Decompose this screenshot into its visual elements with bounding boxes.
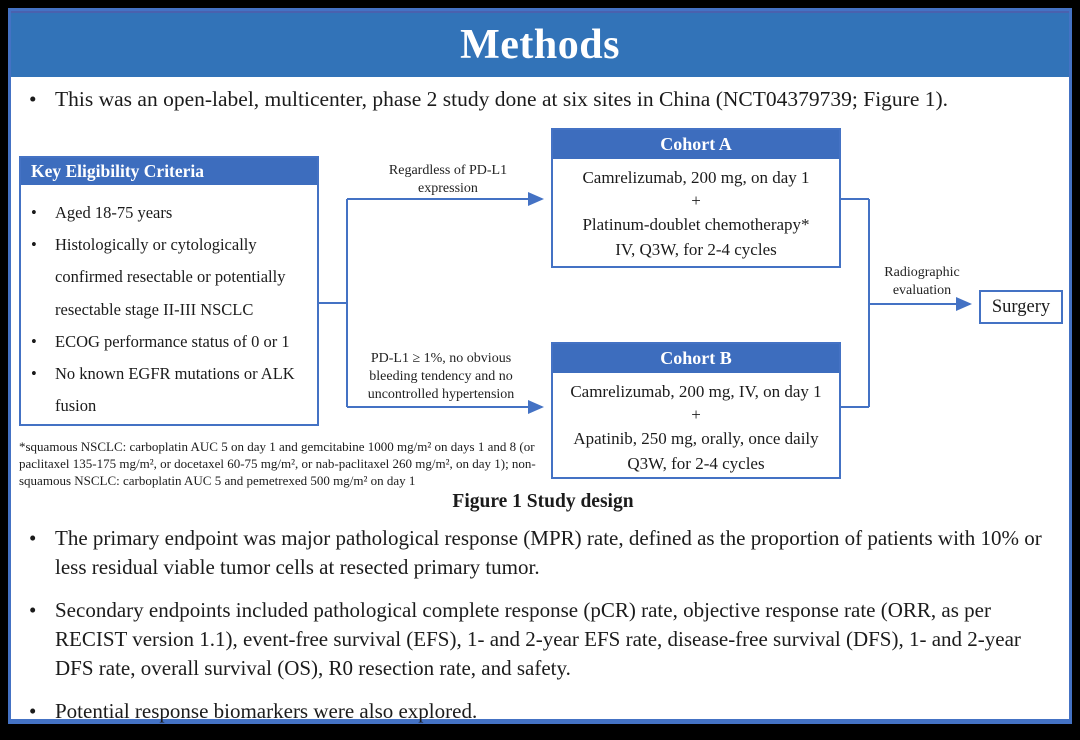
cohort-b-box: Cohort B Camrelizumab, 200 mg, IV, on da… <box>551 342 841 479</box>
cohort-b-line3: Q3W, for 2-4 cycles <box>627 454 765 473</box>
eligibility-item-text: No known EGFR mutations or ALK fusion <box>55 363 295 416</box>
list-item: • Histologically or cytologically confir… <box>31 229 311 326</box>
branch-label-cohort-b: PD-L1 ≥ 1%, no obvious bleeding tendency… <box>367 351 515 403</box>
bullet-text: Secondary endpoints included pathologica… <box>55 597 1021 680</box>
bullet-text: The primary endpoint was major pathologi… <box>55 526 1042 579</box>
surgery-label: Surgery <box>991 296 1051 317</box>
eligibility-box: Key Eligibility Criteria • Aged 18-75 ye… <box>19 156 319 426</box>
bullet-icon: • <box>29 597 37 622</box>
footnote: *squamous NSCLC: carboplatin AUC 5 on da… <box>19 439 536 489</box>
bullet-icon: • <box>31 363 37 383</box>
page-title: Methods <box>460 22 620 68</box>
endpoints-section: • The primary endpoint was major patholo… <box>29 524 1061 740</box>
intro-bullet-text: This was an open-label, multicenter, pha… <box>55 87 949 111</box>
bullet-icon: • <box>29 698 37 723</box>
cohort-a-line3: IV, Q3W, for 2-4 cycles <box>615 240 777 259</box>
list-item: • No known EGFR mutations or ALK fusion <box>31 358 311 422</box>
bullet-icon: • <box>31 203 37 222</box>
bullet-icon: • <box>31 235 37 255</box>
list-item: • Potential response biomarkers were als… <box>29 697 1061 726</box>
figure-caption: Figure 1 Study design <box>452 491 634 512</box>
slide: Methods • This was an open-label, multic… <box>8 8 1072 724</box>
cohort-b-header: Cohort B <box>553 344 839 373</box>
eligibility-list: • Aged 18-75 years • Histologically or c… <box>21 185 317 422</box>
eligibility-item-text: Aged 18-75 years <box>55 203 173 222</box>
radiographic-evaluation-label: Radiographic evaluation <box>884 265 960 299</box>
bullet-text: Potential response biomarkers were also … <box>55 698 478 723</box>
list-item: • Secondary endpoints included pathologi… <box>29 596 1061 683</box>
eligibility-item-text: ECOG performance status of 0 or 1 <box>55 331 290 351</box>
cohort-a-header: Cohort A <box>553 130 839 159</box>
cohort-a-line2: Platinum-doublet chemotherapy* <box>582 215 810 234</box>
list-item: • The primary endpoint was major patholo… <box>29 524 1061 582</box>
branch-label-cohort-a: Regardless of PD-L1 expression <box>388 163 508 197</box>
bullet-icon: • <box>31 331 37 351</box>
plus-sign: + <box>691 405 701 424</box>
intro-bullet: • This was an open-label, multicenter, p… <box>29 85 1059 114</box>
list-item: • ECOG performance status of 0 or 1 <box>31 326 311 358</box>
cohort-a-box: Cohort A Camrelizumab, 200 mg, on day 1 … <box>551 128 841 268</box>
eligibility-item-text: Histologically or cytologically confirme… <box>55 235 286 319</box>
eligibility-header: Key Eligibility Criteria <box>21 158 317 185</box>
cohort-b-body: Camrelizumab, 200 mg, IV, on day 1 + Apa… <box>553 373 839 476</box>
cohort-a-line1: Camrelizumab, 200 mg, on day 1 <box>582 168 810 187</box>
bullet-icon: • <box>29 526 37 550</box>
cohort-b-line1: Camrelizumab, 200 mg, IV, on day 1 <box>570 382 822 401</box>
surgery-box: Surgery <box>979 290 1063 324</box>
cohort-b-line2: Apatinib, 250 mg, orally, once daily <box>573 429 819 448</box>
bullet-icon: • <box>29 87 37 111</box>
plus-sign: + <box>691 191 701 210</box>
list-item: • Aged 18-75 years <box>31 197 311 229</box>
title-banner: Methods <box>11 11 1069 77</box>
cohort-a-body: Camrelizumab, 200 mg, on day 1 + Platinu… <box>553 159 839 262</box>
